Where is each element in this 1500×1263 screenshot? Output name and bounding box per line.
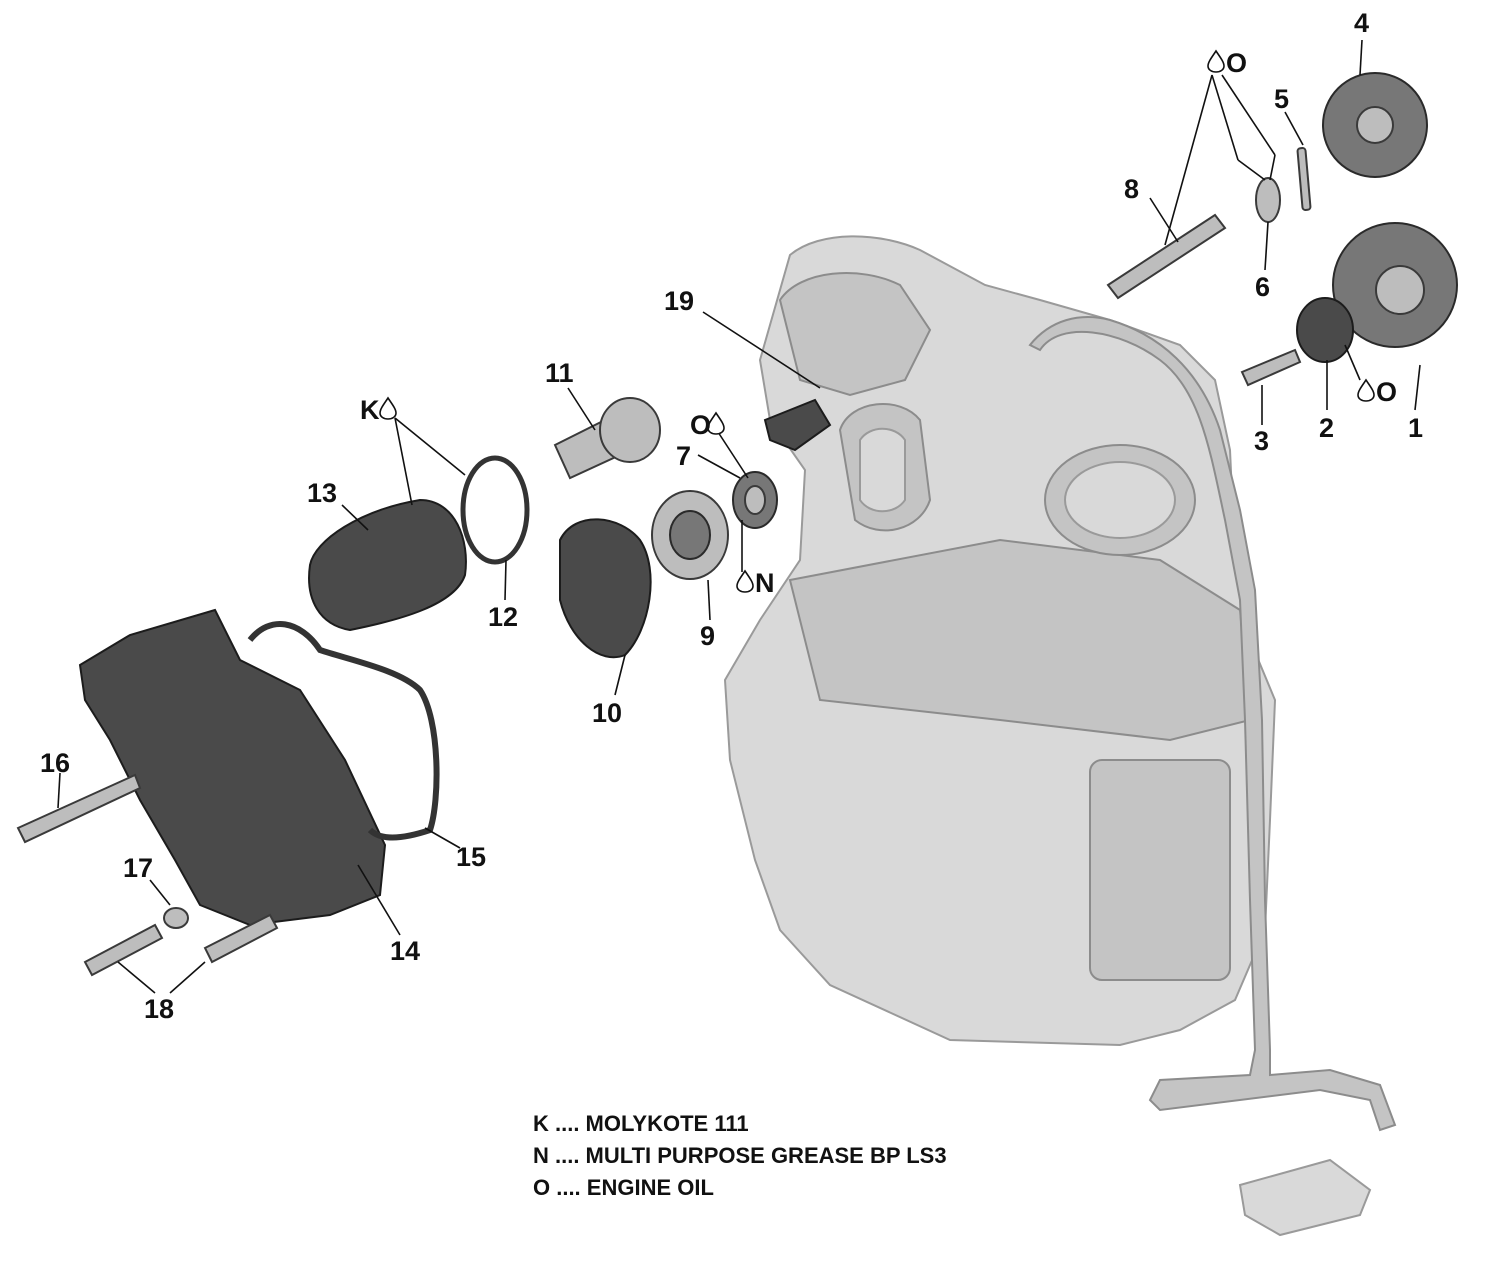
legend-item-k: K .... MOLYKOTE 111 (533, 1111, 749, 1136)
leader-lines (57, 39, 1421, 994)
pin-5 (1296, 147, 1312, 211)
lube-o-top: O (1226, 48, 1247, 78)
washer-6 (1255, 177, 1281, 223)
lubricant-legend: K .... MOLYKOTE 111 N .... MULTI PURPOSE… (533, 1108, 947, 1204)
bolt-18b (203, 913, 279, 964)
bolt-3 (1240, 348, 1302, 387)
lube-k-left: K (360, 395, 380, 425)
gasket-15 (247, 621, 440, 841)
gear-4 (1322, 72, 1428, 178)
lubricant-drop-icons (379, 49, 1375, 593)
callout-10: 10 (592, 698, 622, 728)
callout-numbers: 1 2 3 4 5 6 7 8 9 10 11 12 13 14 15 16 1… (40, 8, 1423, 1024)
impeller-10 (559, 518, 652, 659)
callout-6: 6 (1255, 272, 1270, 302)
lube-o-mid: O (690, 410, 711, 440)
callout-4: 4 (1354, 8, 1369, 38)
legend-item-n: N .... MULTI PURPOSE GREASE BP LS3 (533, 1143, 947, 1168)
callout-15: 15 (456, 842, 486, 872)
callout-19: 19 (664, 286, 694, 316)
shaft-8 (1106, 213, 1227, 300)
o-ring-12 (460, 455, 530, 565)
part-19 (763, 398, 832, 452)
legend-item-o: O .... ENGINE OIL (533, 1175, 714, 1200)
bolt-18a (83, 923, 164, 977)
cap-2 (1296, 297, 1354, 363)
callout-1: 1 (1408, 413, 1423, 443)
callout-7: 7 (676, 441, 691, 471)
gear-1 (1332, 222, 1458, 348)
callout-2: 2 (1319, 413, 1334, 443)
callout-18: 18 (144, 994, 174, 1024)
lube-o-right: O (1376, 377, 1397, 407)
pump-housing-14 (78, 608, 387, 927)
washer-17 (163, 907, 189, 929)
callout-17: 17 (123, 853, 153, 883)
callout-5: 5 (1274, 84, 1289, 114)
lube-n-mid: N (755, 568, 775, 598)
callout-13: 13 (307, 478, 337, 508)
callout-3: 3 (1254, 426, 1269, 456)
bolt-16 (16, 773, 142, 844)
callout-11: 11 (545, 358, 574, 388)
part-13 (308, 498, 467, 632)
callout-9: 9 (700, 621, 715, 651)
callout-12: 12 (488, 602, 518, 632)
callout-8: 8 (1124, 174, 1139, 204)
part-11 (553, 397, 661, 480)
callout-16: 16 (40, 748, 70, 778)
engine-block (723, 235, 1397, 1237)
callout-14: 14 (390, 936, 420, 966)
